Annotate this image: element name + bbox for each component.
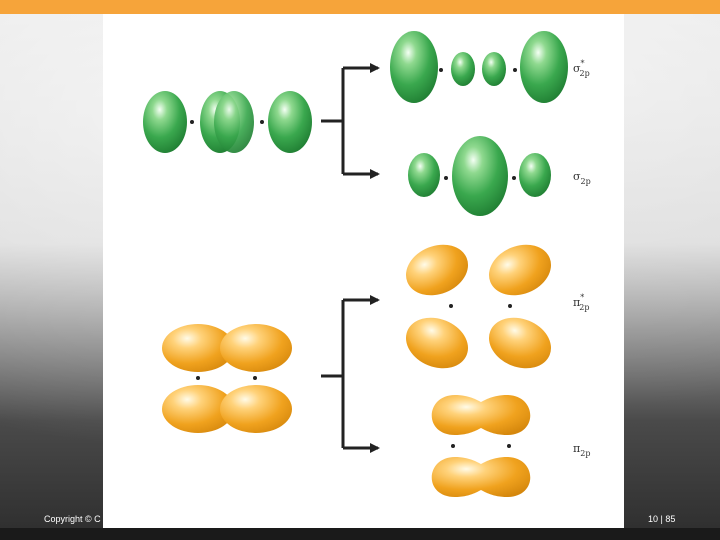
nucleus-dot: [196, 376, 200, 380]
p-lobe: [482, 52, 506, 86]
nucleus-dot: [253, 376, 257, 380]
p-lobe: [488, 317, 552, 369]
pi-star-2p-label: π*2p: [573, 293, 589, 312]
copyright-text: Copyright © C: [44, 514, 101, 524]
p-lobe: [488, 244, 552, 296]
p-lobe: [519, 153, 551, 197]
p-lobe: [220, 324, 292, 372]
pi-branch-arrows: [321, 295, 380, 453]
nucleus-dot: [190, 120, 194, 124]
p-lobe: [390, 31, 438, 103]
pi-lobe-upper: [431, 395, 531, 435]
pi-2p-orbital: [431, 395, 531, 497]
p-lobe: [162, 385, 234, 433]
pi-lobe-lower: [431, 457, 531, 497]
p-lobe: [452, 136, 508, 216]
nucleus-dot: [260, 120, 264, 124]
top-accent-bar: [0, 0, 720, 14]
nucleus-dot: [508, 304, 512, 308]
pi-2p-label: π2p: [573, 442, 590, 458]
pi-star-2p-orbital: [405, 244, 552, 369]
pi-parent-orbitals: [162, 324, 292, 433]
p-lobe: [268, 91, 312, 153]
page-number: 10 | 85: [648, 514, 676, 524]
nucleus-dot: [512, 176, 516, 180]
nucleus-dot: [507, 444, 511, 448]
p-lobe: [520, 31, 568, 103]
mo-diagram-panel: σ*2p σ2p: [103, 14, 624, 528]
nucleus-dot: [513, 68, 517, 72]
bottom-strip: [0, 528, 720, 540]
mo-diagram: σ*2p σ2p: [143, 31, 591, 497]
sigma-star-2p-orbital: [390, 31, 568, 103]
p-lobe: [143, 91, 187, 153]
sigma-parent-orbitals: [143, 91, 312, 153]
sigma-branch-arrows: [321, 63, 380, 179]
sigma-2p-orbital: [408, 136, 551, 216]
p-lobe: [405, 244, 469, 296]
p-lobe: [162, 324, 234, 372]
nucleus-dot: [439, 68, 443, 72]
p-lobe: [214, 91, 254, 153]
sigma-star-2p-label: σ*2p: [573, 59, 590, 78]
p-lobe: [408, 153, 440, 197]
nucleus-dot: [449, 304, 453, 308]
nucleus-dot: [444, 176, 448, 180]
nucleus-dot: [451, 444, 455, 448]
p-lobe: [405, 317, 469, 369]
p-lobe: [451, 52, 475, 86]
sigma-2p-label: σ2p: [573, 170, 591, 186]
p-lobe: [220, 385, 292, 433]
